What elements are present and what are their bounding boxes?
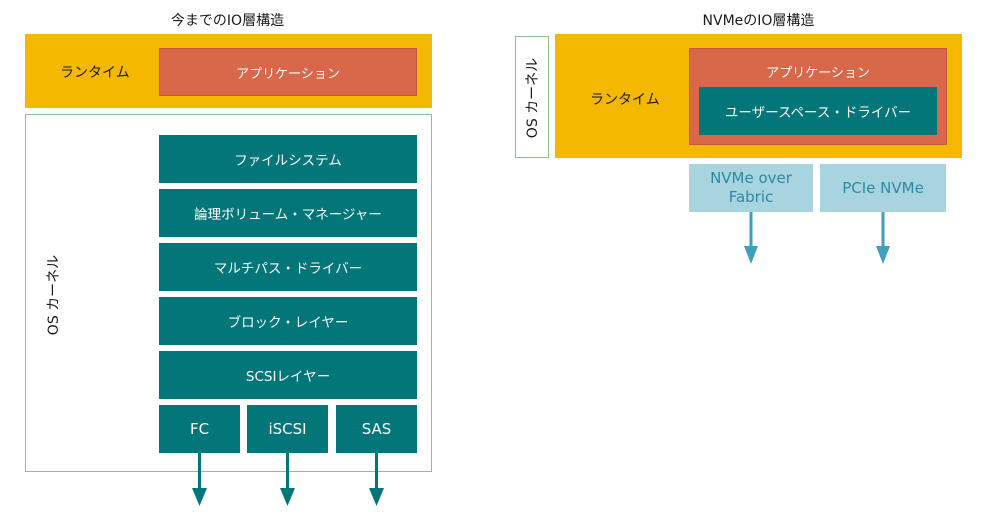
right-runtime-label: ランタイム [590,92,660,108]
transport-sas-label: SAS [361,420,392,438]
arrow-pcie-nvme [876,212,890,264]
transport-sas: SAS [336,405,417,453]
left-application-label: アプリケーション [236,66,340,82]
layer-logical-volume-manager: 論理ボリューム・マネージャー [159,189,417,237]
left-runtime-label: ランタイム [60,65,130,81]
layer-logical-volume-manager-label: 論理ボリューム・マネージャー [194,207,382,223]
arrow-sas [369,453,384,506]
transport-pcie-nvme: PCIe NVMe [820,164,946,212]
user-space-driver-label: ユーザースペース・ドライバー [724,105,912,121]
layer-scsi-layer-label: SCSIレイヤー [245,369,331,385]
transport-nvme-over-fabric-label: NVMe over Fabric [710,169,792,206]
layer-block-layer-label: ブロック・レイヤー [227,315,349,331]
layer-file-system-label: ファイルシステム [234,153,342,169]
left-diagram-title: 今までのIO層構造 [170,13,285,29]
transport-nvme-over-fabric: NVMe over Fabric [689,164,813,212]
layer-scsi-layer: SCSIレイヤー [159,351,417,399]
left-application-box: アプリケーション [159,48,417,96]
layer-multipath-driver-label: マルチパス・ドライバー [213,261,363,277]
arrow-iscsi [280,453,295,506]
right-application-label: アプリケーション [766,66,870,81]
layer-multipath-driver: マルチパス・ドライバー [159,243,417,291]
arrow-fc [192,453,207,506]
transport-fc: FC [159,405,240,453]
transport-iscsi-label: iSCSI [268,420,307,438]
arrow-nvme-over-fabric [744,212,758,264]
transport-iscsi: iSCSI [247,405,328,453]
transport-pcie-nvme-label: PCIe NVMe [842,178,924,197]
layer-block-layer: ブロック・レイヤー [159,297,417,345]
transport-fc-label: FC [189,420,210,438]
right-kernel-frame [515,36,549,158]
user-space-driver: ユーザースペース・ドライバー [699,87,937,135]
right-diagram-title: NVMeのIO層構造 [702,13,815,29]
layer-file-system: ファイルシステム [159,135,417,183]
